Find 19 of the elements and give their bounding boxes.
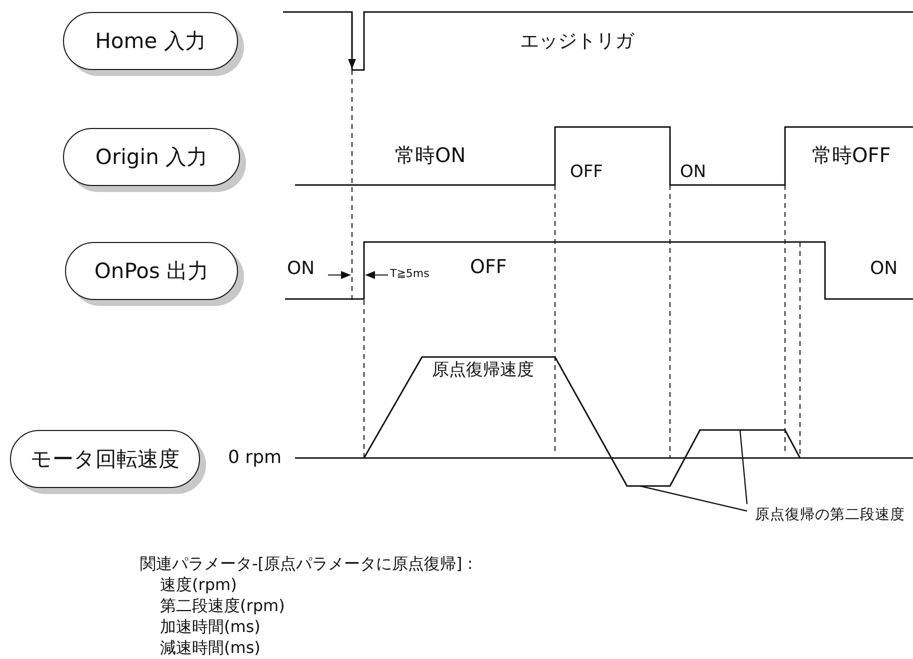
state-label: ON bbox=[680, 162, 706, 182]
state-label: OFF bbox=[470, 256, 507, 278]
note-text: 第二段速度(rpm) bbox=[160, 596, 285, 617]
timing-label: T≧5ms bbox=[390, 267, 430, 280]
state-label: OFF bbox=[570, 162, 603, 182]
state-label: ON bbox=[287, 258, 315, 279]
leader-line bbox=[640, 485, 748, 512]
axis-label: 0 rpm bbox=[228, 447, 282, 468]
note-text: 関連パラメータ-[原点パラメータに原点復帰] : bbox=[140, 554, 473, 575]
annotation: エッジトリガ bbox=[520, 29, 634, 54]
leader-line bbox=[739, 430, 748, 504]
state-label: 常時OFF bbox=[812, 142, 891, 169]
note-text: 加速時間(ms) bbox=[160, 617, 260, 638]
callout-text: 原点復帰の第二段速度 bbox=[755, 505, 905, 535]
annotation: 原点復帰速度 bbox=[432, 359, 534, 381]
note-text: 減速時間(ms) bbox=[160, 638, 260, 659]
note-text: 速度(rpm) bbox=[160, 575, 237, 596]
state-label: 常時ON bbox=[395, 142, 466, 169]
state-label: ON bbox=[870, 258, 898, 279]
